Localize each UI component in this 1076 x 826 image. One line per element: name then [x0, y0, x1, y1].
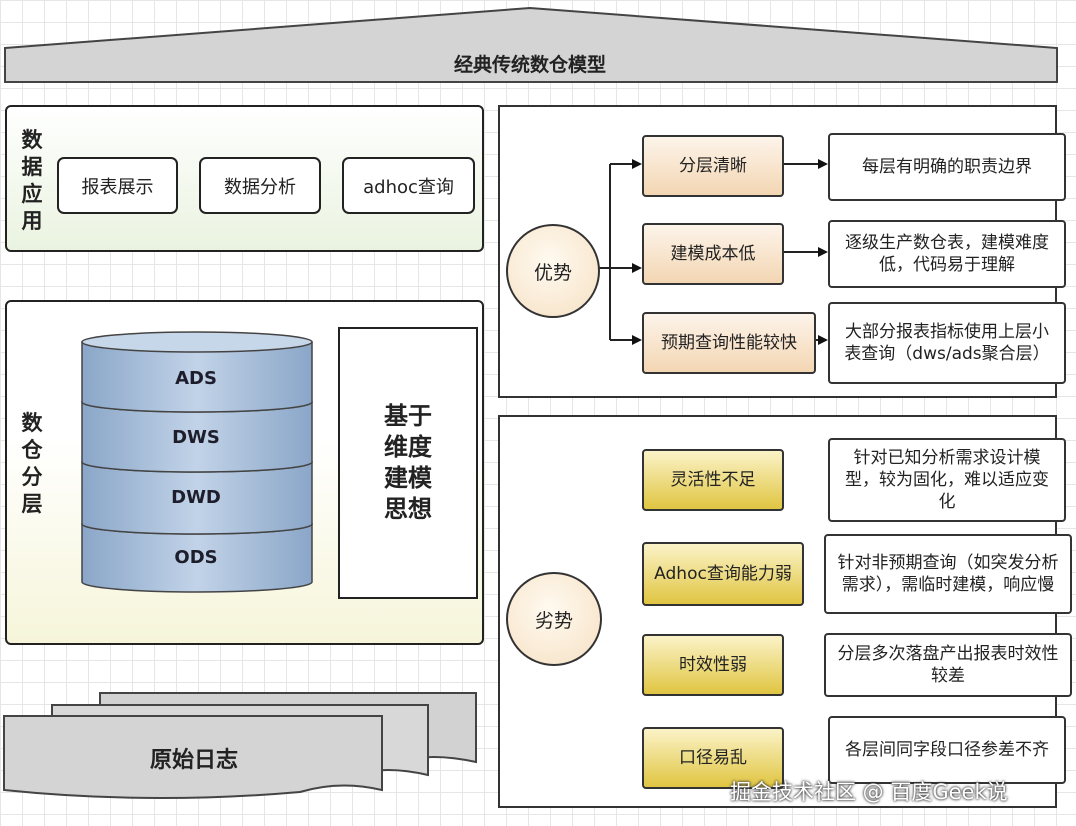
- data-analysis-box: 数据分析: [199, 157, 321, 214]
- layer-dws-label: DWS: [172, 427, 220, 448]
- disadvantage-desc-4: 各层间同字段口径参差不齐: [828, 716, 1066, 784]
- advantage-node-3: 预期查询性能较快: [642, 312, 816, 374]
- layer-ads-label: ADS: [175, 368, 217, 389]
- disadvantage-desc-2: 针对非预期查询（如突发分析需求），需临时建模，响应慢: [824, 534, 1072, 614]
- advantage-desc-1: 每层有明确的职责边界: [828, 133, 1066, 201]
- application-label: 数据应用: [21, 128, 43, 233]
- raw-log-label: 原始日志: [149, 748, 238, 773]
- layer-dwd-label: DWD: [171, 487, 221, 508]
- layer-ods-label: ODS: [174, 547, 218, 568]
- disadvantage-node-3: 时效性弱: [642, 634, 784, 696]
- warehouse-label: 数仓分层: [21, 411, 43, 516]
- diagram-title: 经典传统数仓模型: [453, 54, 606, 76]
- advantage-desc-3: 大部分报表指标使用上层小表查询（dws/ads聚合层）: [828, 302, 1066, 384]
- disadvantage-node-4: 口径易乱: [642, 727, 784, 789]
- modeling-idea-box: 基于维度建模思想: [338, 327, 478, 599]
- report-display-box: 报表展示: [57, 157, 178, 214]
- disadvantages-circle: 劣势: [506, 572, 602, 666]
- disadvantage-desc-3: 分层多次落盘产出报表时效性较差: [824, 633, 1072, 697]
- watermark: 掘金技术社区 @ 百度Geek说: [730, 780, 1008, 804]
- disadvantage-node-2: Adhoc查询能力弱: [642, 542, 804, 606]
- disadvantage-desc-1: 针对已知分析需求设计模型，较为固化，难以适应变化: [828, 438, 1066, 522]
- disadvantage-node-1: 灵活性不足: [642, 449, 784, 511]
- advantages-circle: 优势: [506, 224, 600, 318]
- advantage-node-2: 建模成本低: [642, 223, 784, 285]
- modeling-idea-text: 基于维度建模思想: [384, 402, 432, 523]
- advantage-node-1: 分层清晰: [642, 135, 784, 197]
- advantage-desc-2: 逐级生产数仓表，建模难度低，代码易于理解: [828, 220, 1066, 288]
- adhoc-query-box: adhoc查询: [342, 157, 475, 214]
- title-banner: [4, 6, 1058, 83]
